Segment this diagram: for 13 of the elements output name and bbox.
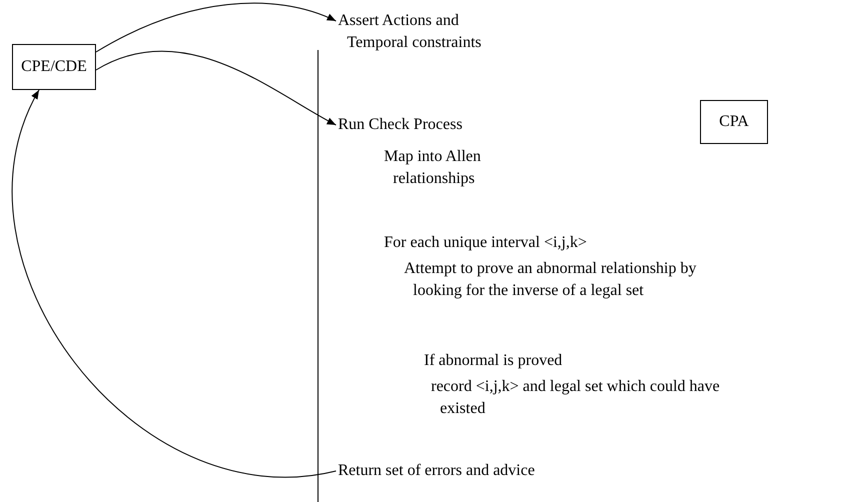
step-text: record <i,j,k> and legal set which could have existed	[431, 377, 721, 419]
step-text: If abnormal is proved	[424, 351, 564, 371]
step-text: Map into Allen relationships	[384, 147, 482, 189]
step-text: For each unique interval <i,j,k>	[384, 233, 588, 253]
arrow	[96, 2, 336, 52]
process-box: CPA	[700, 100, 768, 144]
step-text: Return set of errors and advice	[338, 460, 607, 482]
arrow	[12, 90, 336, 478]
arrow	[96, 50, 336, 126]
step-text: Attempt to prove an abnormal relationship by looking for the inverse of a legal set	[404, 259, 698, 301]
step-text: Assert Actions and Temporal constraints	[338, 10, 522, 54]
step-text: Run Check Process	[338, 114, 522, 136]
process-box: CPE/CDE	[12, 44, 96, 90]
